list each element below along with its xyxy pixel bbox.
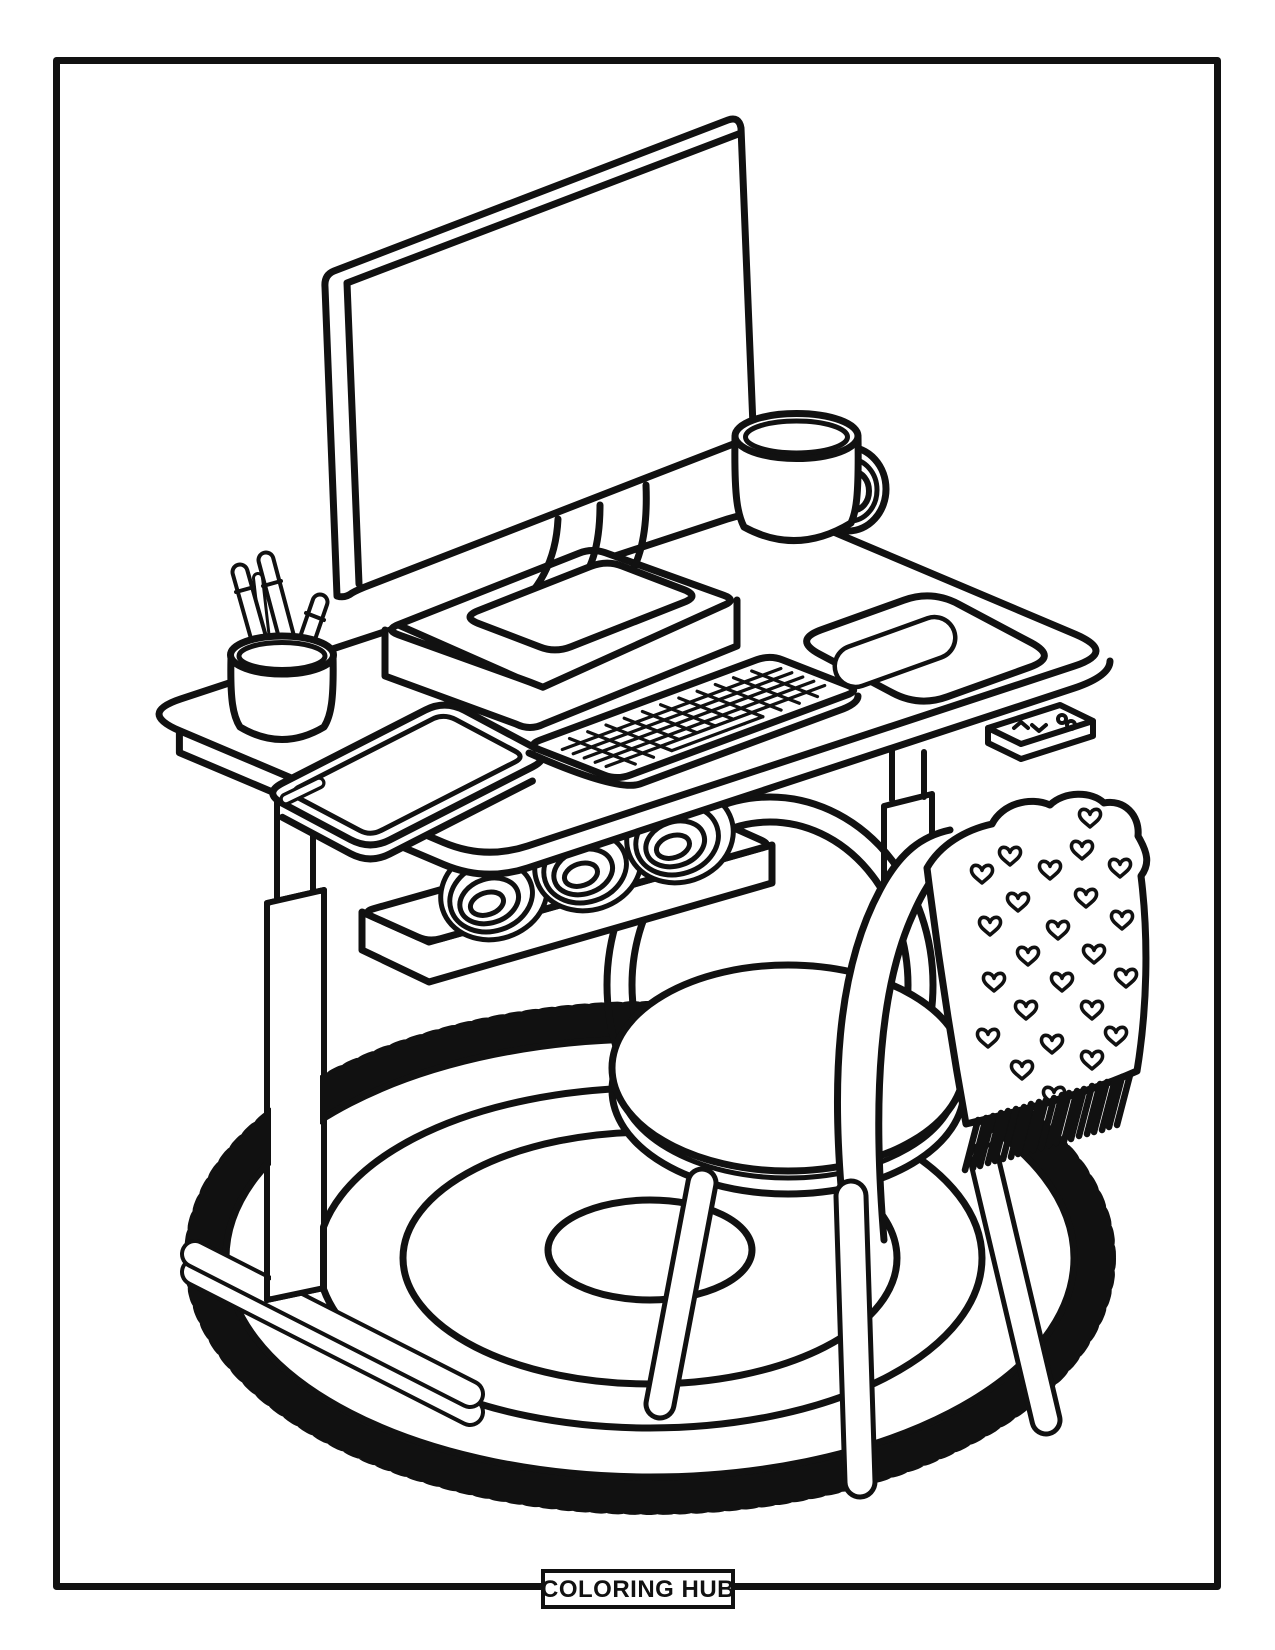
computer-mouse[interactable] [832, 614, 958, 690]
cup-body [227, 651, 337, 743]
coffee-mug [731, 410, 890, 545]
tablet-body [269, 701, 546, 849]
chair-legs [643, 1141, 1063, 1500]
mug-body [731, 432, 862, 545]
monitor-stand [466, 481, 696, 654]
preset-button-2 [1065, 719, 1077, 731]
keyboard[interactable] [525, 653, 862, 789]
key-grid [560, 666, 827, 769]
desk-leg-left [180, 794, 485, 1427]
desk-foot-left [180, 1239, 485, 1427]
preset-button-1 [1056, 713, 1068, 725]
blanket-fringe [961, 1071, 1134, 1174]
pencil-cup [227, 550, 337, 743]
monitor-silhouette [321, 115, 757, 601]
chair [608, 826, 1063, 1500]
desk-leg-right [881, 739, 935, 921]
chair-seat-top [608, 961, 968, 1175]
stylus-pen [279, 776, 326, 806]
computer-monitor [321, 115, 757, 601]
spacebar [659, 710, 765, 753]
stand-base-pad [466, 559, 696, 654]
heart-patterned-blanket [923, 790, 1151, 1174]
cup-rim-inner [236, 640, 328, 672]
monitor-bezel-lines [343, 129, 745, 588]
brand-label-text: COLORING HUB [541, 1576, 735, 1603]
raise-button-icon [1012, 720, 1030, 730]
lower-button-icon [1030, 723, 1048, 733]
brand-label-box: COLORING HUB [541, 1569, 735, 1609]
desk-height-controller[interactable] [985, 702, 1096, 762]
rug-center [544, 1196, 756, 1304]
tablet [269, 701, 546, 863]
mug-rim-inner [743, 418, 850, 456]
